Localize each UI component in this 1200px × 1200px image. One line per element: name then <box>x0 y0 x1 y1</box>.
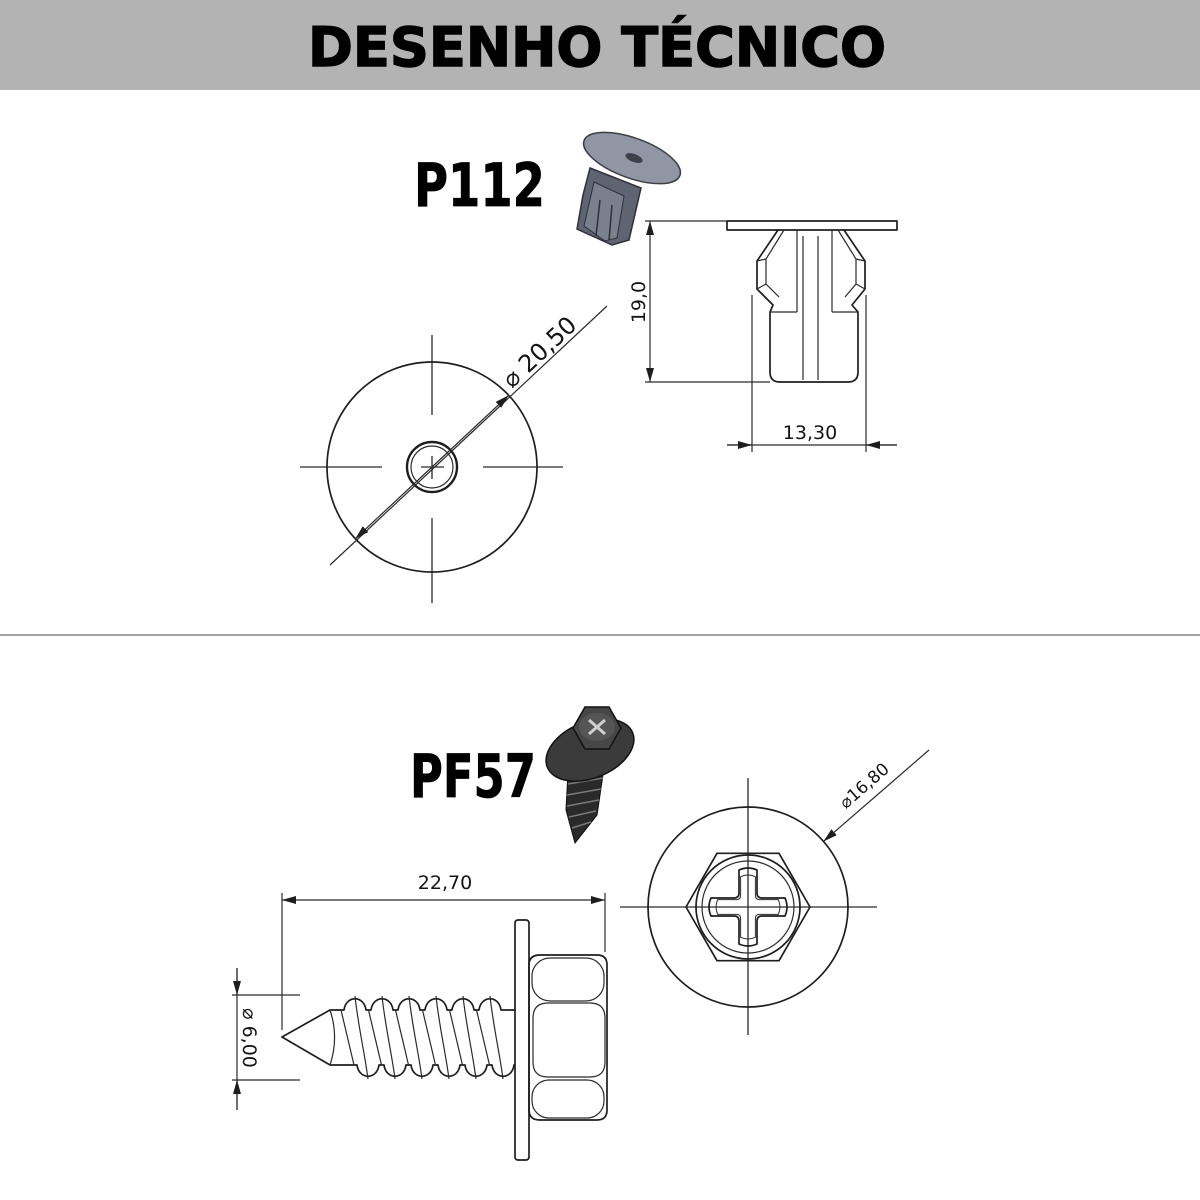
pf57-thread-top-profile <box>281 997 516 1038</box>
pf57-washer-flange <box>514 919 530 1161</box>
part-code-pf57: PF57 <box>410 742 536 812</box>
p112-right-barb-detail <box>837 229 866 298</box>
pf57-hex-face-bottom <box>531 1079 605 1119</box>
pf57-top-view: ⌀16,80 <box>620 749 930 1035</box>
p112-diameter-label: ⌀ 20,50 <box>497 311 582 393</box>
rivet-icon-slot-line <box>608 204 613 241</box>
pf57-shank-diameter-label: ⌀ 6,00 <box>238 1008 260 1068</box>
pf57-head-circle-outer <box>695 854 801 960</box>
part-code-p112: P112 <box>414 151 545 221</box>
p112-width-label: 13,30 <box>783 422 837 444</box>
p112-diameter-arrow-upper <box>431 394 510 468</box>
rivet-icon-slot-line <box>595 199 601 237</box>
pf57-tip-cone-edge <box>329 1009 336 1066</box>
p112-flange <box>726 220 898 231</box>
part-p112-section: P112 ⌀ 20,50 <box>300 131 898 603</box>
phillips-cross-recess-icon <box>708 867 788 947</box>
pf57-head-diameter-leader <box>823 749 930 842</box>
pf57-head-circle-inner <box>701 860 795 954</box>
p112-height-label: 19,0 <box>628 281 650 323</box>
pf57-length-label: 22,70 <box>418 872 472 894</box>
p112-side-view: 19,0 13,30 <box>628 220 898 452</box>
p112-body-outline <box>756 229 866 383</box>
pf57-thread-root-lines <box>340 1009 491 1066</box>
page-title: DESENHO TÉCNICO <box>308 16 886 79</box>
hex-flange-screw-icon <box>545 706 635 845</box>
pf57-hex-face-top <box>531 957 605 1002</box>
rivet-icon-center-hole <box>625 153 643 163</box>
header-background <box>0 0 1200 90</box>
p112-left-barb-detail <box>756 229 785 298</box>
header: DESENHO TÉCNICO <box>0 0 1200 90</box>
p112-center-slot <box>802 236 819 380</box>
p112-center-hole-outer <box>405 440 459 494</box>
pf57-thread-bottom-profile <box>281 1036 516 1078</box>
rivet-icon-leg-face <box>583 181 625 242</box>
pf57-side-view: 22,70 ⌀ 6,00 <box>232 872 608 1161</box>
pf57-hexagon-outline <box>685 852 811 962</box>
plastic-push-rivet-icon <box>576 131 682 246</box>
p112-stem-lines <box>770 230 858 313</box>
pf57-hex-head-outline <box>528 954 608 1121</box>
p112-front-view: ⌀ 20,50 <box>300 305 608 603</box>
p112-diameter-arrow-lower <box>354 466 433 540</box>
pf57-thread-crest-lines <box>354 995 504 1080</box>
screw-icon-cross-recess <box>588 718 606 736</box>
part-pf57-section: PF57 22,70 ⌀ 6,00 <box>232 706 930 1161</box>
pf57-hex-face-middle <box>532 1002 606 1078</box>
phillips-cross-recess-inner <box>715 874 781 940</box>
pf57-washer-outline <box>647 806 849 1008</box>
p112-diameter-dimension-line <box>329 305 608 566</box>
p112-center-hole-inner <box>410 445 454 489</box>
